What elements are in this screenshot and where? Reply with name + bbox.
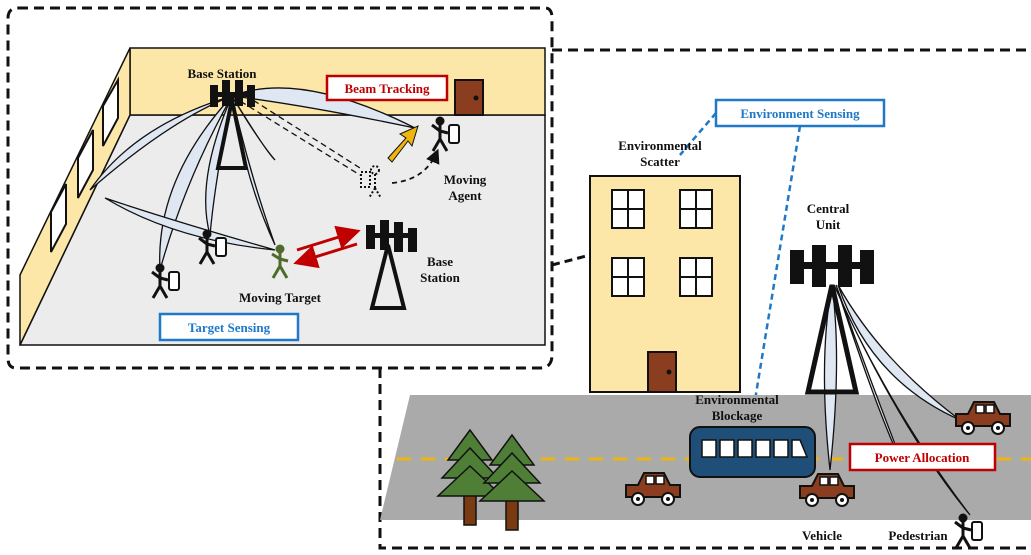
power-allocation-label: Power Allocation: [875, 450, 970, 465]
environmental-blockage-label-1: Environmental: [695, 392, 779, 407]
base-station-right-label-1: Base: [427, 254, 453, 269]
wall-windows: [50, 76, 119, 253]
environment-sensing-label: Environment Sensing: [740, 106, 860, 121]
indoor-dashed-beams: [231, 94, 361, 176]
outdoor-dashed-frame: [378, 48, 1031, 550]
vehicle-label: Vehicle: [802, 528, 842, 543]
environmental-scatter-label-1: Environmental: [618, 138, 702, 153]
moving-agent-ghost-icon: [360, 165, 382, 199]
bus-icon: [689, 426, 816, 478]
target-sensing-box: [158, 312, 300, 342]
moving-agent-label-2: Agent: [448, 188, 482, 203]
target-sensing-label: Target Sensing: [188, 320, 271, 335]
beam-tracking-box: [325, 74, 449, 102]
base-station-top-icon: [210, 80, 255, 170]
moving-agent-path-arrow: [391, 148, 440, 184]
central-unit-icon: [790, 245, 874, 395]
moving-target-icon: [271, 244, 289, 279]
door-icon: [454, 79, 484, 116]
environmental-blockage-label-2: Blockage: [712, 408, 763, 423]
central-unit-label-1: Central: [807, 201, 850, 216]
beam-tracking-label: Beam Tracking: [344, 81, 430, 96]
beam-tracking-arrow-icon: [387, 125, 419, 163]
sensing-arrow-back: [293, 242, 358, 269]
pedestrian-label: Pedestrian: [888, 528, 948, 543]
building-icon: [589, 175, 741, 393]
base-station-right-icon: [366, 220, 417, 310]
moving-agent-label-1: Moving: [444, 172, 487, 187]
base-station-top-label: Base Station: [188, 66, 258, 81]
connector-dashed-line: [551, 253, 591, 267]
base-station-right-label-2: Station: [420, 270, 461, 285]
moving-target-label: Moving Target: [239, 290, 322, 305]
power-allocation-box: [848, 442, 997, 472]
environmental-scatter-label-2: Scatter: [640, 154, 680, 169]
central-unit-label-2: Unit: [816, 217, 841, 232]
indoor-dashed-frame: [6, 6, 554, 370]
environment-sensing-line-2: [753, 125, 802, 401]
